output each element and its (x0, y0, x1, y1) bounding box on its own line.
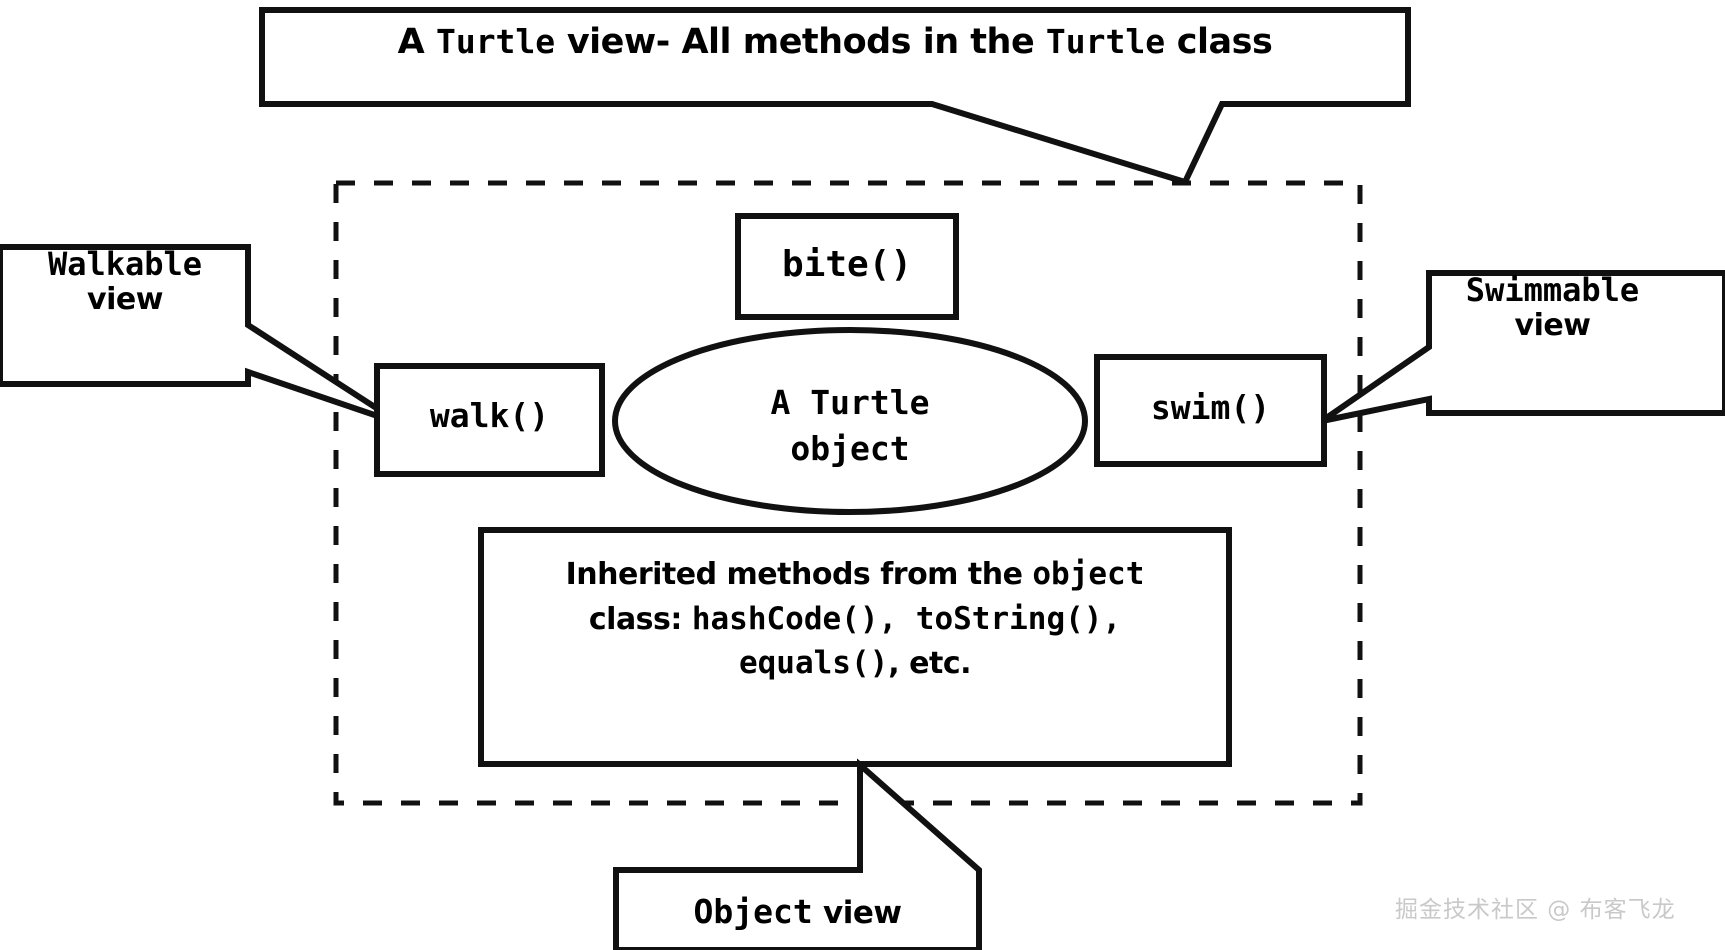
title-part-2: Turtle (435, 22, 556, 61)
title-callout-shape (259, 7, 1411, 186)
object-callout-shape (613, 758, 982, 950)
bite-method-label: bite() (737, 243, 957, 286)
inherited-line-1: Inherited methods from the object (480, 552, 1230, 597)
turtle-class-boundary (333, 180, 1363, 806)
swim-method-label: swim() (1096, 388, 1325, 427)
inherited-line1-part2: object (1032, 556, 1145, 592)
title-part-1: A (397, 22, 436, 62)
walkable-label-line2: view (87, 282, 163, 318)
inherited-line-2: class: hashCode(), toString(), (480, 597, 1230, 642)
bite-method-box (735, 213, 959, 320)
swim-method-text: swim() (1150, 388, 1271, 427)
swimmable-callout-label: Swimmable view (1420, 271, 1685, 344)
walkable-callout-label: Walkable view (0, 245, 250, 318)
turtle-object-line1: A Turtle (770, 383, 930, 422)
inherited-line-3: equals(), etc. (480, 641, 1230, 686)
inherited-line2-part2: hashCode(), toString(), (691, 600, 1122, 637)
watermark: 掘金技术社区 @ 布客飞龙 (1395, 897, 1676, 923)
turtle-object-line2: object (790, 428, 910, 468)
walkable-label-line1: Walkable (47, 245, 203, 283)
title-part-4: Turtle (1045, 22, 1166, 61)
bite-method-text: bite() (781, 244, 913, 285)
object-label-part1: Object (693, 892, 813, 931)
swimmable-callout-shape (1320, 270, 1725, 424)
turtle-object-label: A Turtle object (614, 380, 1086, 471)
swimmable-label-line1: Swimmable (1465, 271, 1640, 309)
swim-method-box (1094, 354, 1327, 467)
title-callout-label: A Turtle view- All methods in the Turtle… (260, 22, 1410, 63)
object-callout-label: Object view (615, 892, 980, 932)
object-label-part2: view (812, 895, 902, 931)
turtle-object-ellipse (612, 327, 1088, 515)
swimmable-label-line2: view (1514, 308, 1591, 344)
inherited-line2-part1: class: (588, 601, 692, 637)
inherited-line3-part1: equals() (738, 645, 889, 682)
inherited-line3-part2: , etc. (888, 646, 972, 682)
title-part-3: view- All methods in the (555, 22, 1046, 62)
walk-method-text: walk() (429, 396, 550, 435)
inherited-line1-part1: Inherited methods from the (565, 557, 1033, 592)
walkable-callout-shape (0, 244, 403, 427)
inherited-methods-label: Inherited methods from the object class:… (480, 552, 1230, 686)
walk-method-box (374, 363, 605, 477)
inherited-methods-box (478, 527, 1232, 767)
title-part-5: class (1165, 22, 1273, 62)
walk-method-label: walk() (376, 396, 603, 435)
